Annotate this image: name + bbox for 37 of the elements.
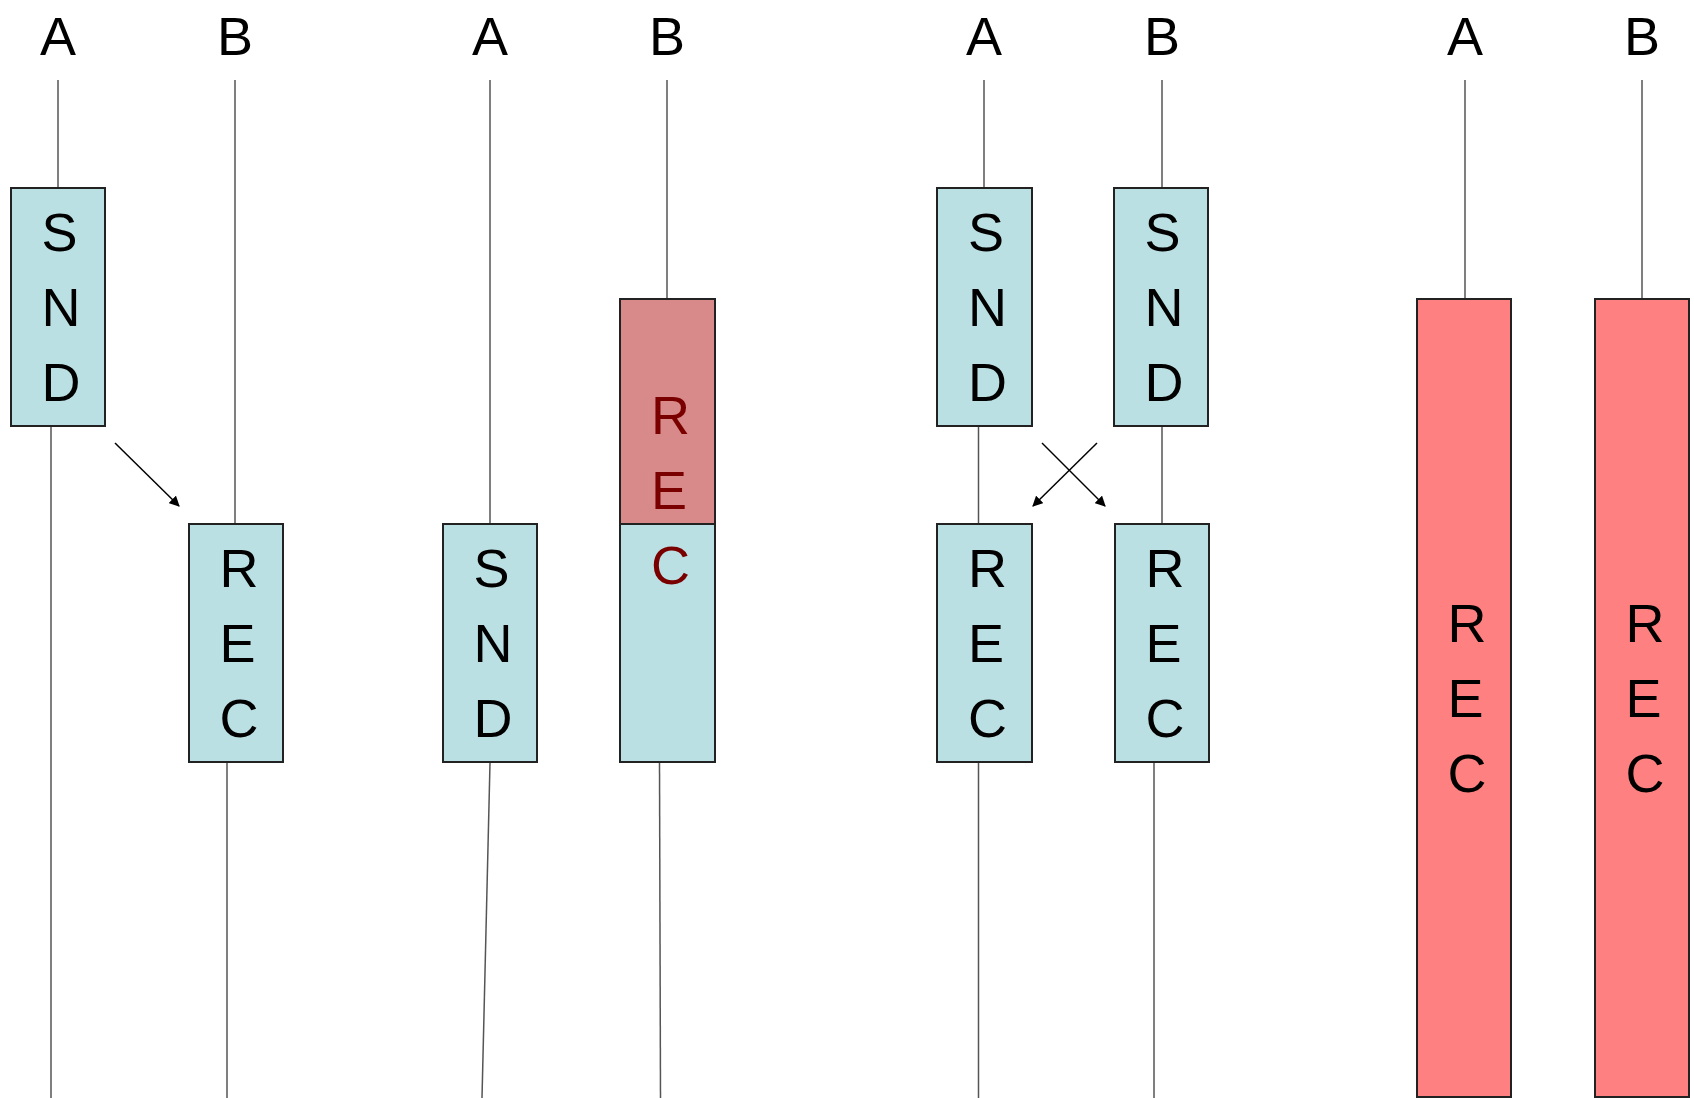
- operation-box: [442, 523, 538, 763]
- process-label: A: [966, 6, 1002, 66]
- lifeline: [50, 426, 52, 1098]
- message-arrow: [1041, 442, 1106, 507]
- blocking-box: [619, 298, 716, 763]
- lifeline: [983, 79, 985, 188]
- lifeline: [1153, 762, 1155, 1098]
- operation-box: [936, 523, 1033, 763]
- process-label: A: [472, 6, 508, 66]
- process-label: B: [1144, 6, 1180, 66]
- operation-box: [10, 187, 106, 427]
- operation-box: [188, 523, 284, 763]
- operation-box: [1114, 523, 1210, 763]
- message-arrow: [1032, 442, 1098, 507]
- lifeline: [1641, 79, 1643, 299]
- operation-box: [936, 187, 1033, 427]
- blocking-box: [1416, 298, 1512, 1098]
- message-arrow: [114, 442, 180, 507]
- lifeline: [977, 426, 980, 524]
- process-label: A: [40, 6, 76, 66]
- process-label: B: [1624, 6, 1660, 66]
- lifeline: [658, 762, 662, 1098]
- blocking-box: [1594, 298, 1690, 1098]
- lifeline: [57, 79, 59, 188]
- lifeline: [1464, 79, 1466, 299]
- lifeline: [977, 762, 980, 1098]
- lifeline: [666, 79, 668, 299]
- lifeline: [226, 762, 228, 1098]
- process-label: A: [1447, 6, 1483, 66]
- lifeline: [489, 79, 491, 524]
- process-label: B: [217, 6, 253, 66]
- process-label: B: [649, 6, 685, 66]
- lifeline: [1161, 426, 1163, 524]
- lifeline: [234, 79, 236, 524]
- lifeline: [1161, 79, 1163, 188]
- operation-box: [1113, 187, 1209, 427]
- lifeline: [481, 762, 491, 1098]
